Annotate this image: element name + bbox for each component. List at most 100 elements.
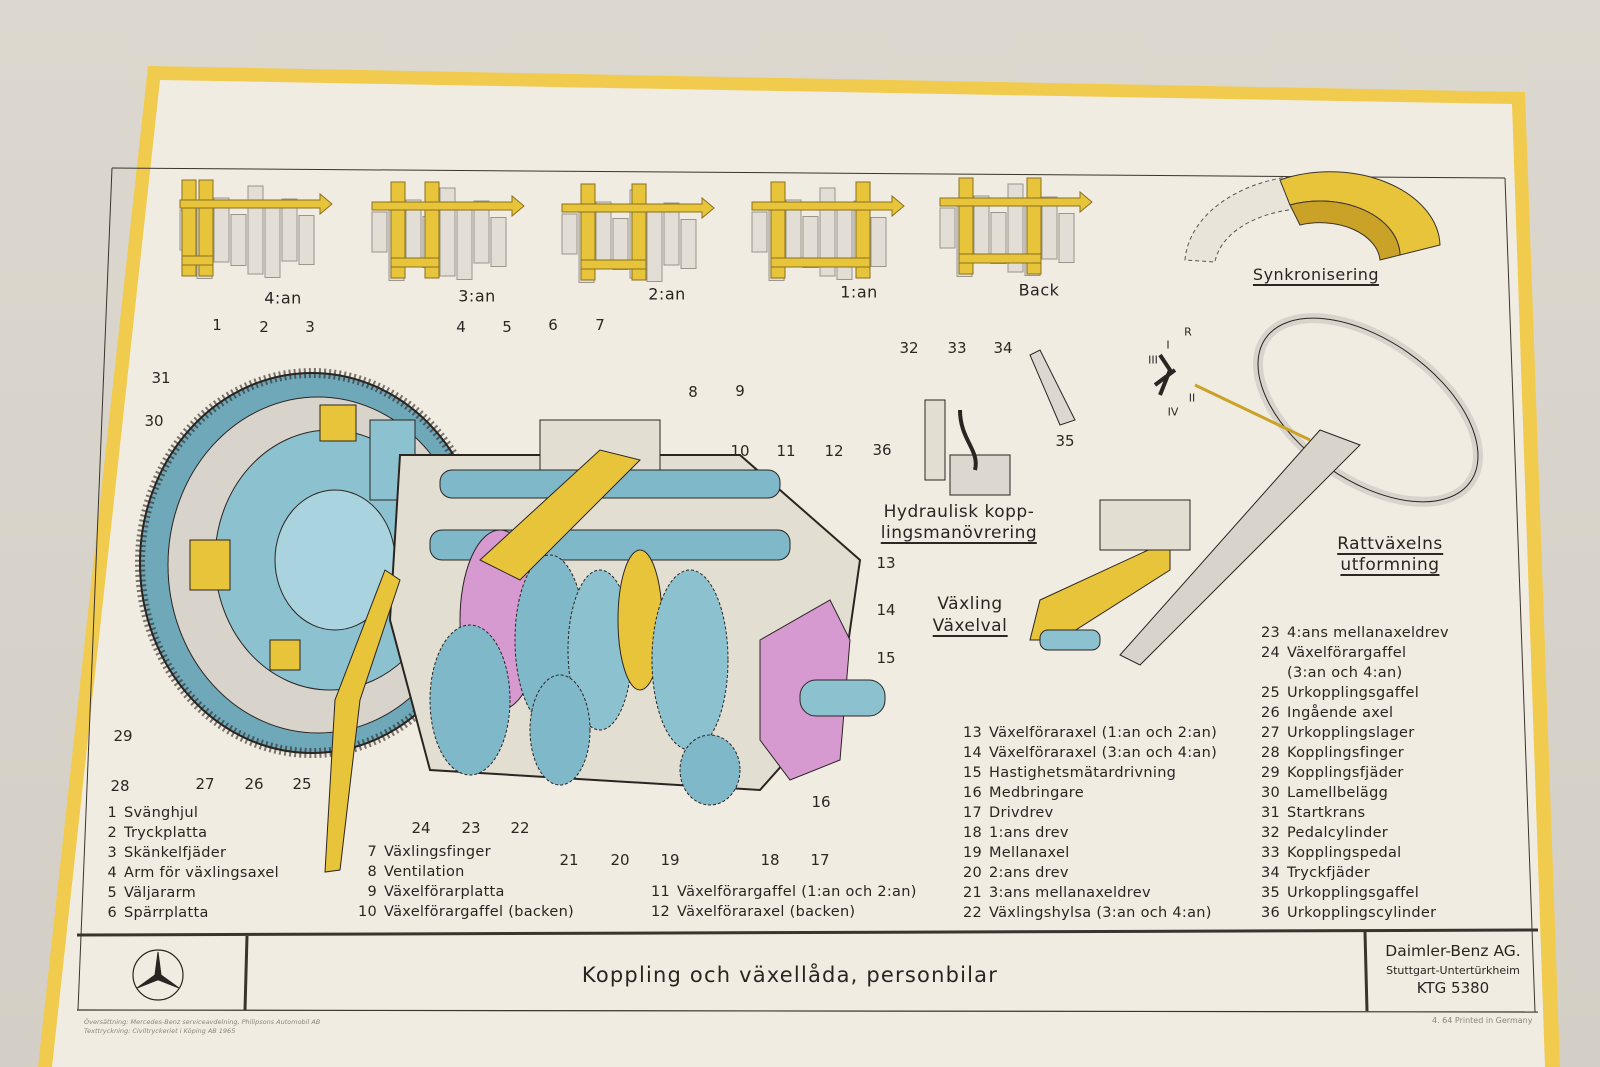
- caption-hydraulisk-line2: lingsmanövrering: [880, 523, 1038, 544]
- company-city: Stuttgart-Untertürkheim: [1386, 964, 1520, 977]
- poster-frame: [76, 167, 1539, 1013]
- hydraulic-clutch-illustration: [924, 349, 1076, 496]
- gear-diagram-4: [751, 181, 905, 281]
- synchronizer-illustration: [1184, 171, 1441, 263]
- gearbox-illustration: [324, 419, 886, 873]
- shift-pattern-iv: IV: [1167, 405, 1179, 419]
- callout-number: 4: [456, 318, 466, 336]
- callout-number: 2: [259, 318, 269, 336]
- gear-diagram-label: 3:an: [458, 286, 496, 306]
- callout-number: 7: [595, 316, 605, 334]
- shift-pattern-r: R: [1184, 325, 1192, 339]
- callout-number: 11: [776, 442, 796, 460]
- footer-translation: Översättning: Mercedes-Benz serviceavdel…: [84, 1018, 321, 1026]
- callout-number: 31: [151, 369, 171, 387]
- gear-diagram-1: [179, 179, 333, 279]
- footer-print-info: 4. 64 Printed in Germany: [1432, 1016, 1533, 1025]
- caption-utformning: utformning: [1340, 555, 1440, 576]
- legend-item-continuation: (3:an och 4:an): [1287, 665, 1403, 681]
- callout-number: 33: [947, 339, 967, 357]
- callout-number: 10: [730, 442, 750, 460]
- flywheel-illustration: [135, 368, 489, 758]
- callout-number: 19: [660, 851, 680, 869]
- gear-diagram-2: [371, 181, 525, 281]
- callout-number: 21: [559, 851, 579, 869]
- caption-vaxelval: Växelval: [932, 616, 1008, 637]
- shift-pattern-i: I: [1166, 338, 1170, 352]
- callout-number: 32: [899, 339, 919, 357]
- caption-hydraulisk-line1: Hydraulisk kopp-: [883, 502, 1035, 522]
- callout-number: 36: [872, 441, 892, 459]
- gear-diagram-label: Back: [1018, 280, 1060, 300]
- callout-number: 15: [876, 649, 896, 667]
- callout-number: 22: [510, 819, 530, 837]
- callout-number: 17: [810, 851, 830, 869]
- callout-number: 1: [212, 316, 222, 334]
- callout-number: 12: [824, 442, 844, 460]
- callout-number: 8: [688, 383, 698, 401]
- callout-number: 6: [548, 316, 558, 334]
- caption-vaxling: Växling: [937, 594, 1003, 614]
- callout-number: 35: [1055, 432, 1075, 450]
- callout-number: 27: [195, 775, 215, 793]
- callout-number: 25: [292, 775, 312, 793]
- company-block: Daimler-Benz AG. Stuttgart-Untertürkheim…: [1368, 942, 1538, 997]
- callout-number: 34: [993, 339, 1013, 357]
- callout-number: 30: [144, 412, 164, 430]
- callout-number: 13: [876, 554, 896, 572]
- callout-number: 9: [735, 382, 745, 400]
- callout-number: 26: [244, 775, 264, 793]
- callout-number: 29: [113, 727, 133, 745]
- callout-number: 23: [461, 819, 481, 837]
- shift-pattern-ii: II: [1188, 391, 1196, 405]
- gear-diagram-label: 2:an: [648, 284, 686, 304]
- footer-printing: Texttryckning: Civiltryckeriet i Köping …: [84, 1027, 236, 1035]
- mercedes-star-logo: [132, 949, 184, 1001]
- callout-number: 18: [760, 851, 780, 869]
- callout-number: 5: [502, 318, 512, 336]
- caption-synkronisering: Synkronisering: [1252, 265, 1380, 286]
- gear-diagram-5: [939, 177, 1093, 277]
- callout-number: 28: [110, 777, 130, 795]
- caption-rattvaxelns: Rattväxelns: [1337, 534, 1443, 555]
- company-name: Daimler-Benz AG.: [1385, 942, 1521, 960]
- poster-code: KTG 5380: [1416, 979, 1490, 997]
- callout-number: 24: [411, 819, 431, 837]
- poster-title: Koppling och växellåda, personbilar: [581, 963, 999, 987]
- steering-column-illustration: [1029, 313, 1483, 666]
